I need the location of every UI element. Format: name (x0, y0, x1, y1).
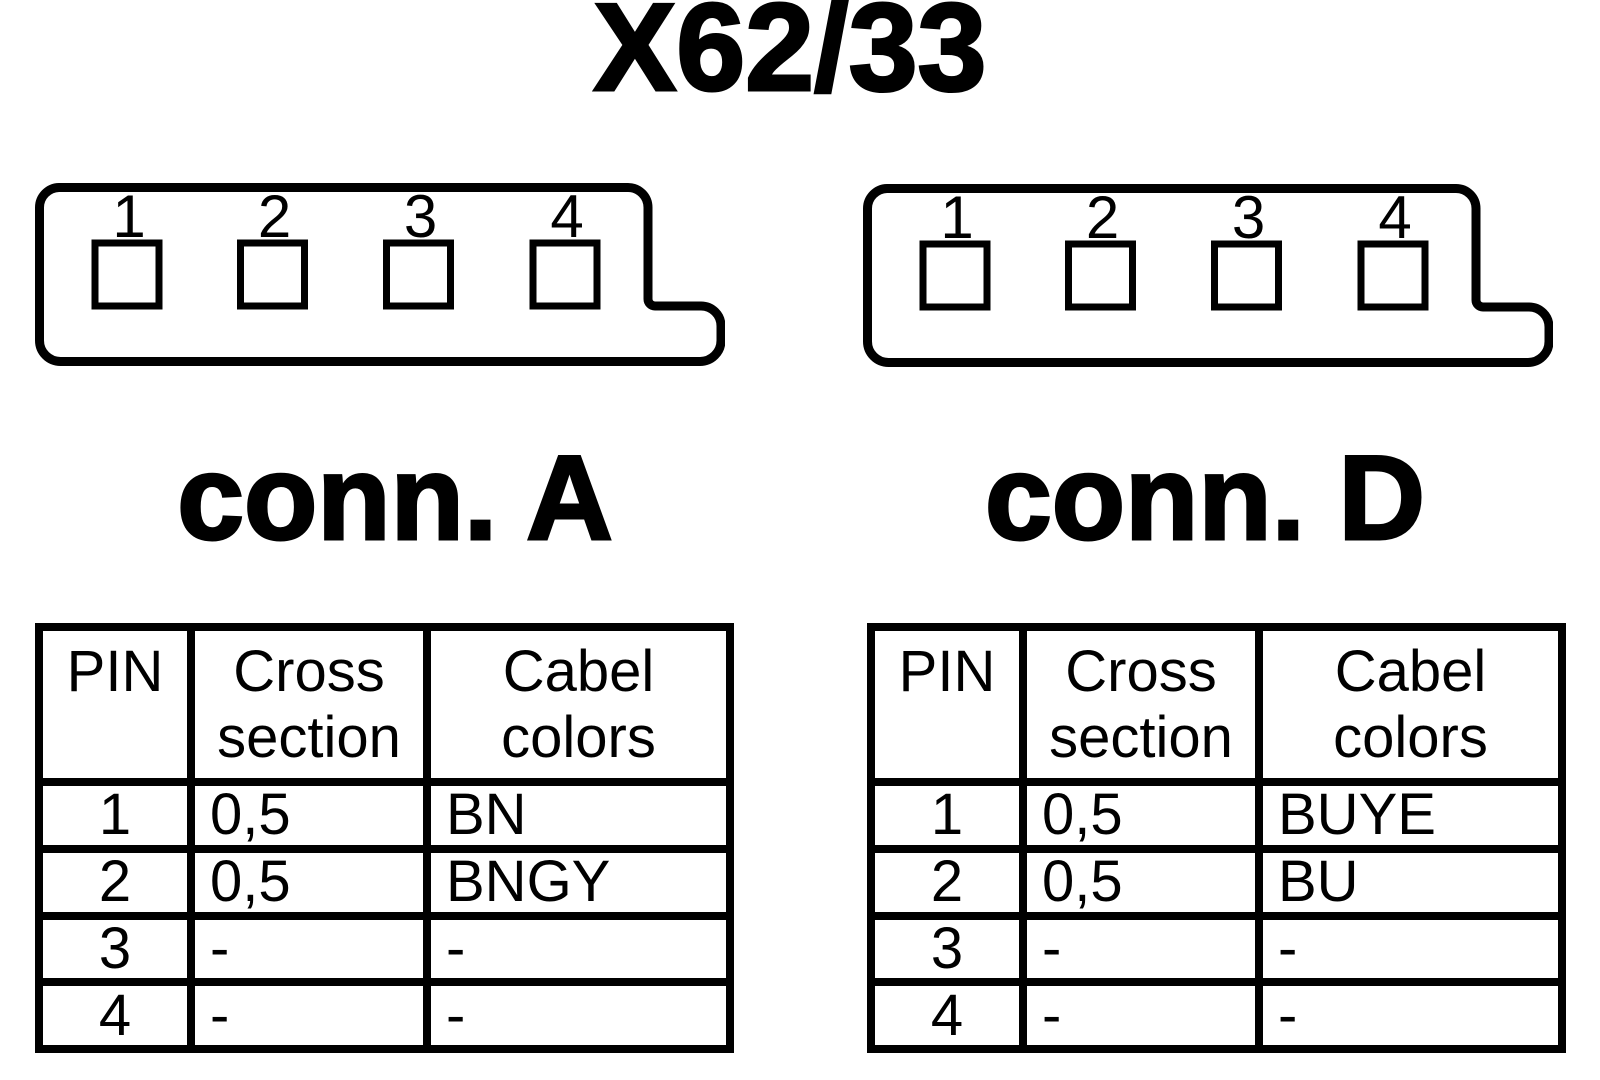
pin-cell: 2 (867, 844, 1027, 920)
connector-a-outline (35, 183, 725, 366)
pin-slot (1357, 240, 1429, 311)
pin-number: 1 (112, 183, 145, 250)
pin-cell: 3 (867, 911, 1027, 987)
table-row: 3 - - (35, 911, 734, 987)
pin-slot (91, 239, 163, 310)
table-row: 2 0,5 BU (867, 844, 1566, 920)
pin-cell: 1 (35, 778, 195, 853)
column-header-cross-section: Cross section (1019, 623, 1263, 786)
pin-number: 4 (1378, 184, 1411, 251)
table-row: 4 - - (867, 978, 1566, 1053)
connector-d-outline (863, 184, 1553, 367)
cross-section-cell: 0,5 (1019, 844, 1263, 920)
table-row: 1 0,5 BUYE (867, 778, 1566, 853)
pin-number: 3 (1232, 184, 1265, 251)
column-header-cross-section: Cross section (187, 623, 431, 786)
pin-number: 2 (258, 183, 291, 250)
table-row: 1 0,5 BN (35, 778, 734, 853)
connector-a-label: conn. A (176, 431, 615, 565)
pin-slot (383, 239, 454, 310)
pin-table-a: PIN Cross section Cabel colors 1 0,5 BN … (35, 623, 734, 1053)
page-title: X62/33 (592, 0, 988, 117)
column-header-cabel-colors: Cabel colors (1255, 623, 1566, 786)
connector-d-label: conn. D (984, 431, 1427, 565)
cross-section-cell: - (1019, 978, 1263, 1053)
column-header-pin: PIN (867, 623, 1027, 786)
column-header-cabel-colors: Cabel colors (423, 623, 734, 786)
pin-cell: 2 (35, 844, 195, 920)
cable-color-cell: BNGY (423, 844, 734, 920)
cable-color-cell: - (1255, 978, 1566, 1053)
pin-cell: 4 (35, 978, 195, 1053)
cross-section-cell: 0,5 (1019, 778, 1263, 853)
pin-number: 4 (550, 183, 583, 250)
cable-color-cell: BN (423, 778, 734, 853)
pin-number: 3 (404, 183, 437, 250)
column-header-pin: PIN (35, 623, 195, 786)
connector-d-drawing: 1 2 3 4 (863, 184, 1553, 367)
pin-number: 2 (1086, 184, 1119, 251)
cross-section-cell: - (187, 911, 431, 987)
cable-color-cell: BU (1255, 844, 1566, 920)
cross-section-cell: 0,5 (187, 844, 431, 920)
pin-cell: 3 (35, 911, 195, 987)
cross-section-cell: - (187, 978, 431, 1053)
pin-slot (529, 239, 601, 310)
cable-color-cell: BUYE (1255, 778, 1566, 853)
table-row: 2 0,5 BNGY (35, 844, 734, 920)
cable-color-cell: - (423, 978, 734, 1053)
pin-cell: 4 (867, 978, 1027, 1053)
cross-section-cell: 0,5 (187, 778, 431, 853)
pin-table-d: PIN Cross section Cabel colors 1 0,5 BUY… (867, 623, 1566, 1053)
cross-section-cell: - (1019, 911, 1263, 987)
cable-color-cell: - (423, 911, 734, 987)
connector-a-drawing: 1 2 3 4 (35, 183, 725, 366)
cable-color-cell: - (1255, 911, 1566, 987)
pin-cell: 1 (867, 778, 1027, 853)
table-row: 4 - - (35, 978, 734, 1053)
pin-slot (1065, 240, 1136, 311)
pin-slot (237, 239, 308, 310)
pin-slot (1211, 240, 1282, 311)
pin-slot (919, 240, 991, 311)
pin-number: 1 (940, 184, 973, 251)
table-row: 3 - - (867, 911, 1566, 987)
